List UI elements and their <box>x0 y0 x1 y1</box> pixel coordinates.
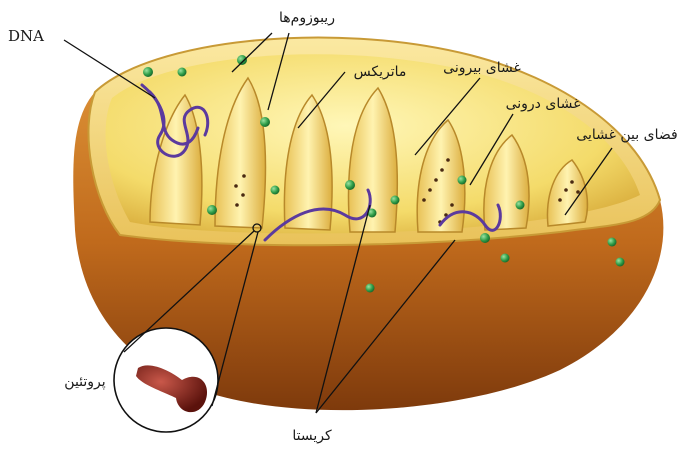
label-ribosomes: ریبوزوم‌ها <box>279 10 335 26</box>
label-outer-membrane: غشای بیرونی <box>443 60 521 76</box>
label-matrix: ماتریکس <box>354 64 407 80</box>
label-intermembrane-space: فضای بین غشایی <box>576 127 677 143</box>
label-dna: DNA <box>8 27 44 45</box>
label-protein: پروتئین <box>64 374 105 390</box>
label-cristae: کریستا <box>292 428 332 444</box>
label-inner-membrane: غشای درونی <box>506 96 581 112</box>
